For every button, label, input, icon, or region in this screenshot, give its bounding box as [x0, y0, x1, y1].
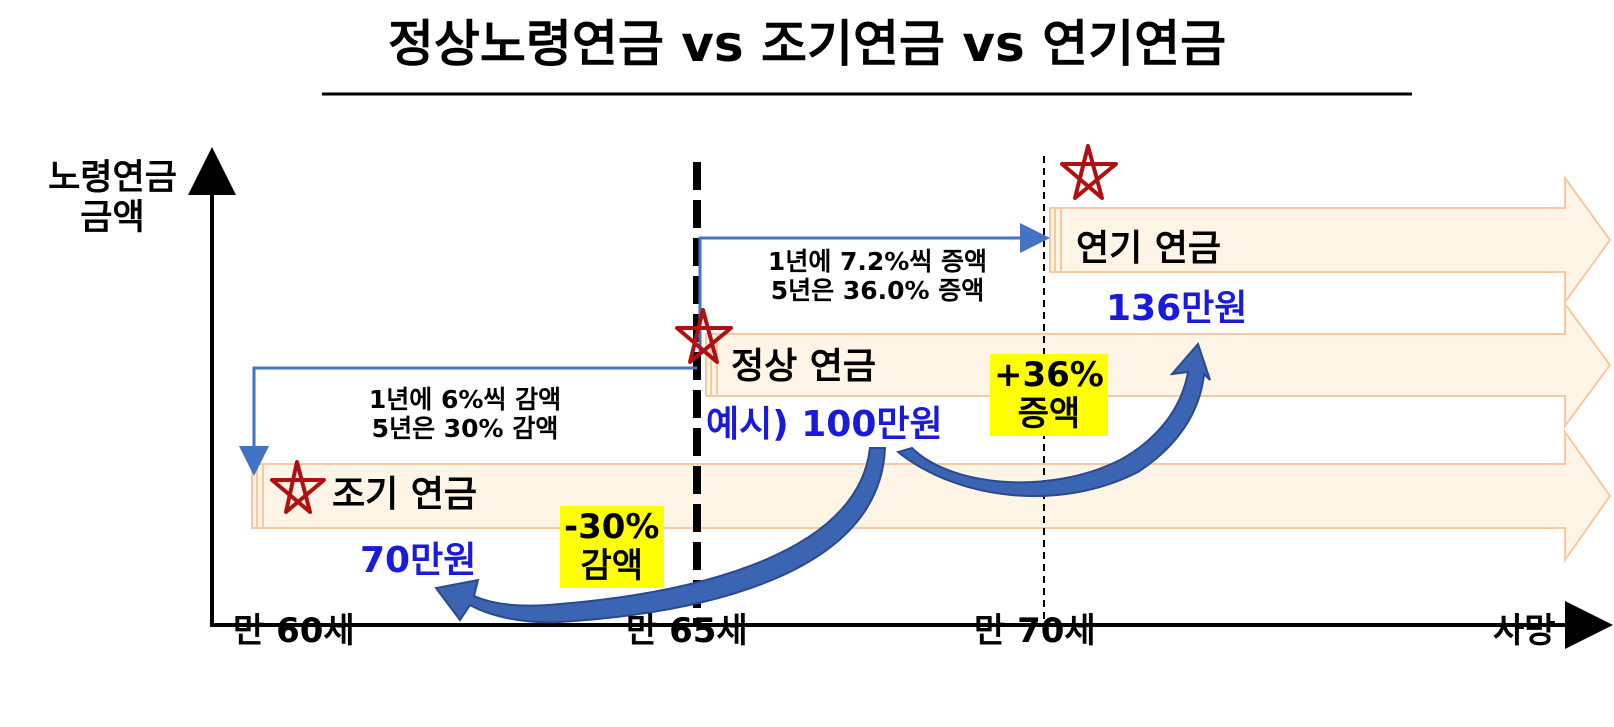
- x-tick-age-65: 만 65세: [626, 611, 748, 651]
- deferred-increase-note-line1: 1년에 7.2%씩 증액: [767, 247, 988, 276]
- increase-curved-arrow: [895, 342, 1211, 498]
- page-title: 정상노령연금 vs 조기연금 vs 연기연금: [387, 15, 1227, 73]
- early-connector-arrow: [239, 366, 697, 476]
- y-axis-title-line2: 금액: [80, 198, 145, 239]
- decrease-badge-percent: -30%: [564, 507, 660, 547]
- star-icon-normal: [675, 308, 733, 364]
- decrease-badge-text: 감액: [580, 546, 644, 587]
- star-icon-deferred: [1060, 144, 1118, 200]
- deferred-pension-band: [1049, 174, 1612, 306]
- normal-pension-label: 정상 연금: [731, 346, 877, 387]
- early-reduction-note-line1: 1년에 6%씩 감액: [368, 385, 562, 414]
- x-tick-death: 사망: [1493, 611, 1556, 651]
- normal-pension-amount: 예시) 100만원: [706, 404, 943, 445]
- y-axis-title-line1: 노령연금: [48, 158, 177, 198]
- early-pension-label: 조기 연금: [332, 474, 478, 515]
- deferred-increase-note-line2: 5년은 36.0% 증액: [770, 275, 985, 305]
- x-tick-age-60: 만 60세: [233, 611, 355, 651]
- x-tick-age-70: 만 70세: [974, 611, 1096, 651]
- early-reduction-note-line2: 5년은 30% 감액: [371, 413, 559, 443]
- normal-pension-band: [705, 300, 1612, 430]
- decrease-badge: -30% 감액: [560, 506, 664, 589]
- increase-badge-percent: +36%: [994, 355, 1104, 395]
- deferred-pension-label: 연기 연금: [1076, 228, 1222, 269]
- increase-badge: +36% 증액: [990, 354, 1108, 437]
- early-reduction-note: 1년에 6%씩 감액 5년은 30% 감액: [340, 385, 590, 444]
- decrease-curved-arrow: [434, 447, 887, 624]
- star-icon-early: [270, 460, 326, 514]
- deferred-pension-amount: 136만원: [1106, 288, 1248, 329]
- increase-badge-text: 증액: [1017, 394, 1081, 435]
- deferred-increase-note: 1년에 7.2%씩 증액 5년은 36.0% 증액: [735, 247, 1020, 306]
- y-axis-title: 노령연금 금액: [30, 158, 195, 239]
- early-pension-amount: 70만원: [360, 540, 477, 581]
